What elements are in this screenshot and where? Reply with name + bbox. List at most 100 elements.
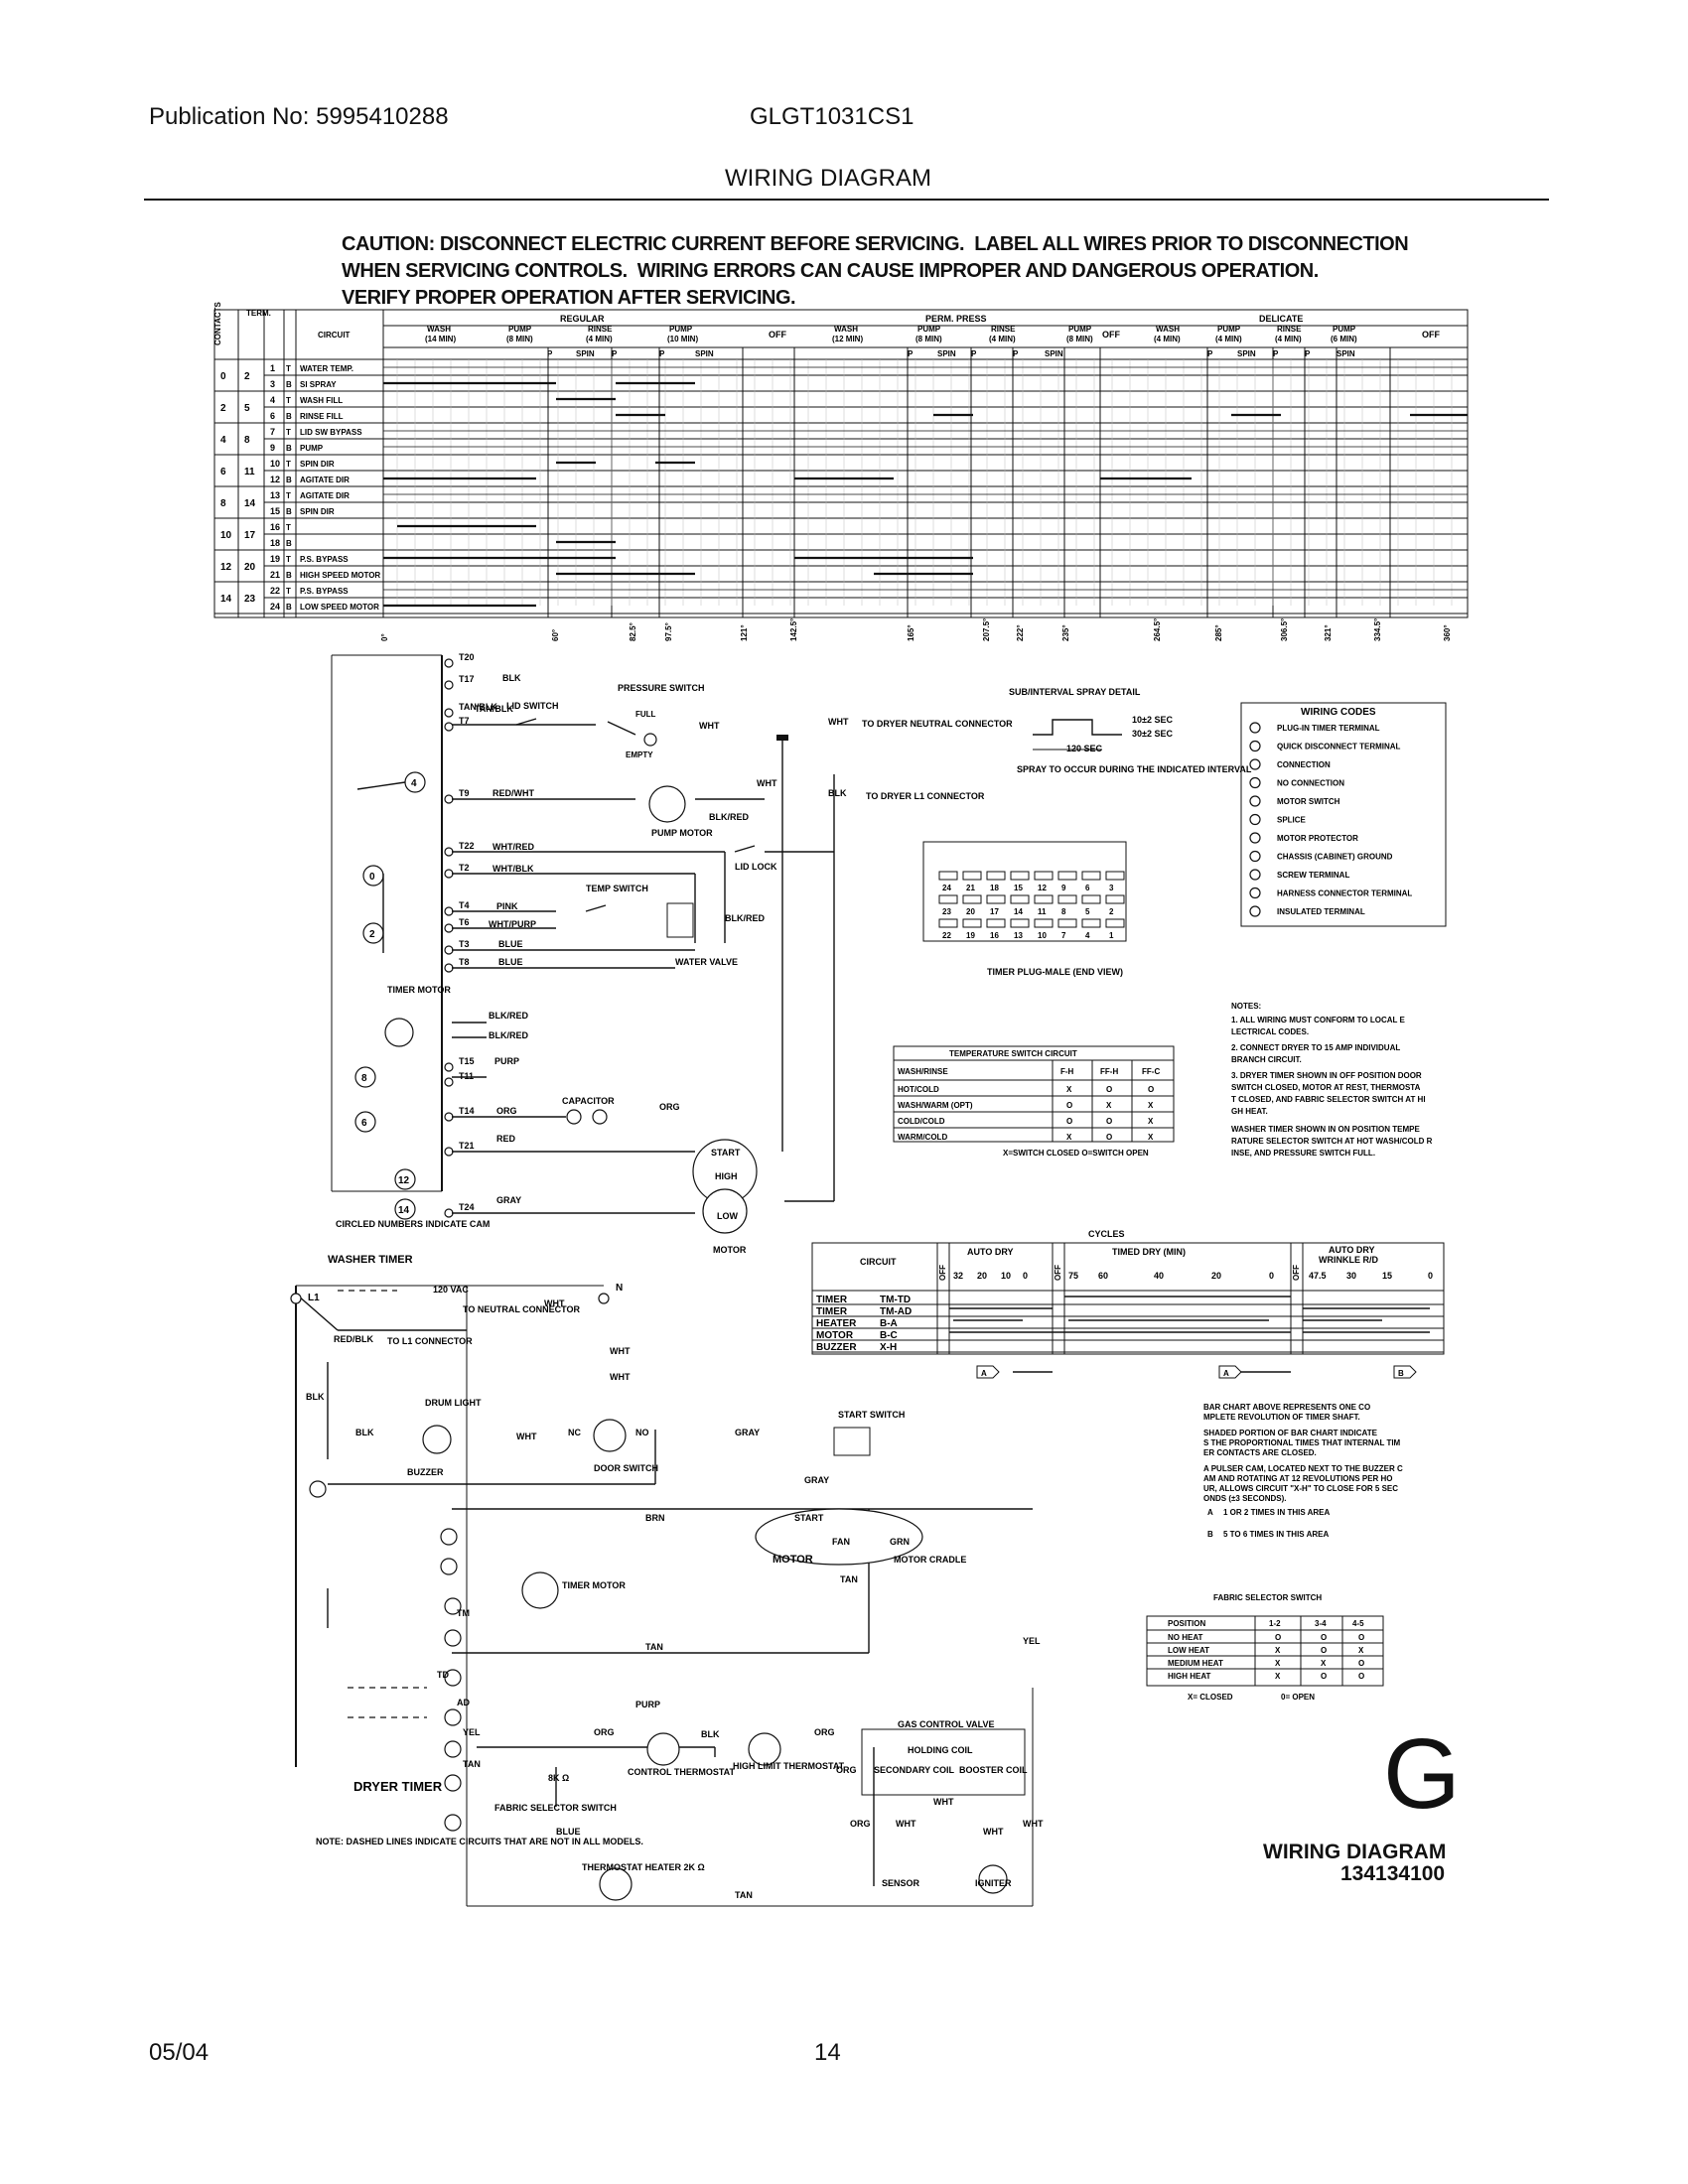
- contacts-header: CONTACTS: [213, 301, 222, 345]
- l1-label: L1: [308, 1293, 320, 1303]
- wire-purp: PURP: [494, 1056, 519, 1066]
- dryer-wire-blk-1: BLK: [306, 1392, 325, 1402]
- plug-pin: 4: [1085, 931, 1090, 940]
- off-label: OFF: [1292, 1265, 1301, 1281]
- fabric-cell: X: [1275, 1672, 1281, 1681]
- circuit-name: LID SW BYPASS: [300, 428, 362, 437]
- chart-submark: SPIN: [695, 349, 714, 358]
- cam-14: 14: [398, 1205, 410, 1216]
- dryer-tick: 15: [1382, 1271, 1392, 1281]
- wiring-code-item: MOTOR SWITCH: [1277, 797, 1340, 806]
- dryer-desc-4: 1 OR 2 TIMES IN THIS AREA: [1223, 1508, 1330, 1517]
- term-number: 5: [244, 403, 250, 414]
- dryer-wire-brn: BRN: [645, 1513, 665, 1523]
- fabric-header: 1-2: [1269, 1619, 1281, 1628]
- dryer-wire-wht-7: WHT: [983, 1827, 1004, 1837]
- circuit-header: CIRCUIT: [318, 331, 351, 340]
- wiring-code-item: CHASSIS (CABINET) GROUND: [1277, 853, 1393, 862]
- plug-pin: 2: [1109, 907, 1114, 916]
- dryer-wire-blue: BLUE: [556, 1827, 581, 1837]
- dryer-wire-yel-1: YEL: [1023, 1636, 1041, 1646]
- wire-wht-2: WHT: [828, 717, 849, 727]
- dryer-tick: 30: [1346, 1271, 1356, 1281]
- dryer-wire-org-3: ORG: [836, 1765, 857, 1775]
- buzzer-label: BUZZER: [407, 1467, 444, 1477]
- dryer-desc-5: 5 TO 6 TIMES IN THIS AREA: [1223, 1530, 1329, 1539]
- switch-side: T: [286, 523, 291, 532]
- switch-number: 21: [270, 570, 280, 580]
- wire-tanblk: TAN/BLK: [475, 704, 513, 714]
- wire-blk-2: BLK: [828, 788, 847, 798]
- dryer-wire-org-2: ORG: [814, 1727, 835, 1737]
- circuit-name: WATER TEMP.: [300, 364, 353, 373]
- dryer-wire-wht-5: WHT: [896, 1819, 916, 1829]
- temp-table-header: FF-H: [1100, 1067, 1118, 1076]
- dryer-row-terminals: TM-TD: [880, 1295, 911, 1305]
- cycle-permpress: PERM. PRESS: [925, 314, 987, 324]
- dryer-timer-label: DRYER TIMER: [353, 1779, 443, 1794]
- switch-number: 4: [270, 395, 275, 405]
- tm-label: TM: [457, 1608, 470, 1618]
- dryer-tick: 20: [977, 1271, 987, 1281]
- degree-tick: 97.5°: [664, 622, 673, 641]
- term-number: 14: [244, 498, 256, 509]
- dryer-wire-blk-3: BLK: [701, 1729, 720, 1739]
- switch-number: 24: [270, 602, 280, 612]
- start-switch-label: START SWITCH: [838, 1410, 905, 1420]
- temp-table-cell: X: [1106, 1101, 1112, 1110]
- dryer-desc: A PULSER CAM, LOCATED NEXT TO THE BUZZER…: [1203, 1464, 1403, 1473]
- wire-wht-1: WHT: [699, 721, 720, 731]
- wiring-code-item: NO CONNECTION: [1277, 779, 1344, 788]
- wiring-code-item: PLUG-IN TIMER TERMINAL: [1277, 724, 1380, 733]
- spray-sec-1: 10±2 SEC: [1132, 715, 1173, 725]
- switch-side: B: [286, 380, 292, 389]
- plug-pin: 23: [942, 907, 951, 916]
- plug-pin: 17: [990, 907, 999, 916]
- circuit-name: RINSE FILL: [300, 412, 344, 421]
- fabric-cell: HIGH HEAT: [1168, 1672, 1211, 1681]
- footer-page: 14: [814, 2039, 841, 2066]
- holding-coil-label: HOLDING COIL: [908, 1745, 973, 1755]
- cam-12: 12: [398, 1175, 410, 1186]
- term-number: 20: [244, 562, 256, 573]
- chart-subheader-time: (4 MIN): [1275, 335, 1302, 343]
- plug-pin: 6: [1085, 884, 1090, 892]
- fabric-legend-1: X= CLOSED: [1188, 1693, 1233, 1702]
- caution-line-3: VERIFY PROPER OPERATION AFTER SERVICING.: [342, 287, 796, 309]
- term-header: TERM.: [246, 309, 271, 318]
- spray-detail: SUB/INTERVAL SPRAY DETAIL 10±2 SEC 30±2 …: [1009, 687, 1252, 774]
- chart-subheader-time: (6 MIN): [1331, 335, 1357, 343]
- plug-pin: 13: [1014, 931, 1023, 940]
- terminal-label: T14: [459, 1106, 475, 1116]
- dryer-tick: 47.5: [1309, 1271, 1327, 1281]
- plug-pin: 5: [1085, 907, 1090, 916]
- header-rule: [144, 199, 1549, 201]
- degree-tick: 142.5°: [789, 618, 798, 641]
- temp-table-cell: O: [1106, 1085, 1112, 1094]
- note-line: RATURE SELECTOR SWITCH AT HOT WASH/COLD …: [1231, 1137, 1433, 1146]
- temp-switch-label: TEMP SWITCH: [586, 884, 648, 893]
- spray-sec-2: 30±2 SEC: [1132, 729, 1173, 739]
- chart-submark: P: [547, 349, 553, 358]
- dryer-tick: 0: [1023, 1271, 1028, 1281]
- wiring-code-item: SCREW TERMINAL: [1277, 871, 1349, 880]
- dryer-wire-gray-2: GRAY: [804, 1475, 829, 1485]
- switch-side: B: [286, 507, 292, 516]
- contact-number: 2: [220, 403, 226, 414]
- chart-subheader-time: (8 MIN): [1066, 335, 1093, 343]
- wire-blue-2: BLUE: [498, 957, 523, 967]
- dryer-desc: AM AND ROTATING AT 12 REVOLUTIONS PER HO: [1203, 1474, 1393, 1483]
- dryer-tick: 0: [1428, 1271, 1433, 1281]
- dryer-wire-wht-3: WHT: [610, 1372, 631, 1382]
- wire-whtblk: WHT/BLK: [492, 864, 534, 874]
- wiring-code-item: HARNESS CONNECTOR TERMINAL: [1277, 889, 1412, 898]
- term-number: 8: [244, 435, 250, 446]
- model-number: GLGT1031CS1: [750, 103, 914, 130]
- chart-subheader: RINSE: [588, 325, 613, 334]
- wire-org-2: ORG: [659, 1102, 680, 1112]
- terminal-label: T9: [459, 788, 470, 798]
- plug-pin: 14: [1014, 907, 1023, 916]
- degree-tick: 121°: [740, 624, 749, 641]
- dryer-marker: B: [1398, 1369, 1404, 1378]
